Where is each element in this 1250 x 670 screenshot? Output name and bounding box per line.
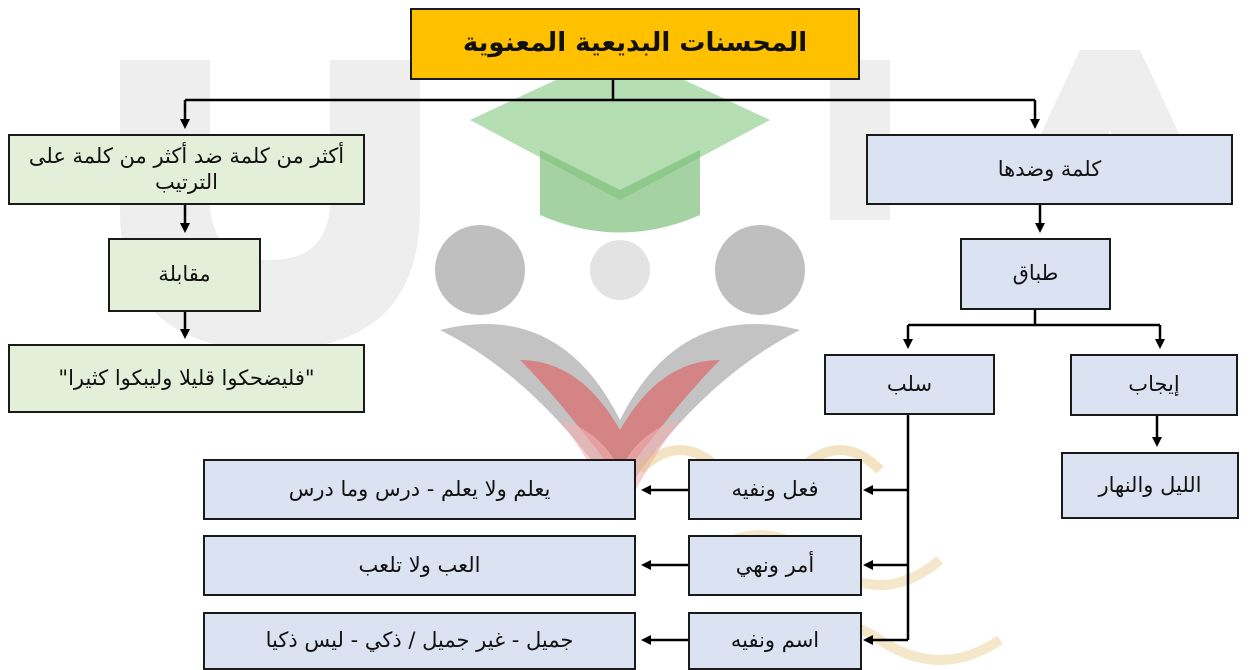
tibaq-box: طباق bbox=[960, 238, 1111, 310]
muqabala-definition-box: أكثر من كلمة ضد أكثر من كلمة على الترتيب bbox=[8, 134, 365, 205]
negation-example-verb: يعلم ولا يعلم - درس وما درس bbox=[203, 459, 636, 520]
muqabala-box: مقابلة bbox=[108, 238, 261, 312]
negation-type-verb: فعل ونفيه bbox=[688, 459, 862, 520]
negation-type-command: أمر ونهي bbox=[688, 535, 862, 596]
negation-example-noun: جميل - غير جميل / ذكي - ليس ذكيا bbox=[203, 612, 636, 670]
salb-box: سلب bbox=[824, 354, 995, 415]
muqabala-example-box: "فليضحكوا قليلا وليبكوا كثيرا" bbox=[8, 344, 365, 413]
diagram-title: المحسنات البديعية المعنوية bbox=[410, 8, 860, 80]
negation-type-noun: اسم ونفيه bbox=[688, 612, 862, 670]
ijab-box: إيجاب bbox=[1070, 354, 1238, 416]
tibaq-definition-box: كلمة وضدها bbox=[866, 134, 1233, 205]
ijab-example-box: الليل والنهار bbox=[1061, 452, 1239, 519]
negation-example-command: العب ولا تلعب bbox=[203, 535, 636, 596]
